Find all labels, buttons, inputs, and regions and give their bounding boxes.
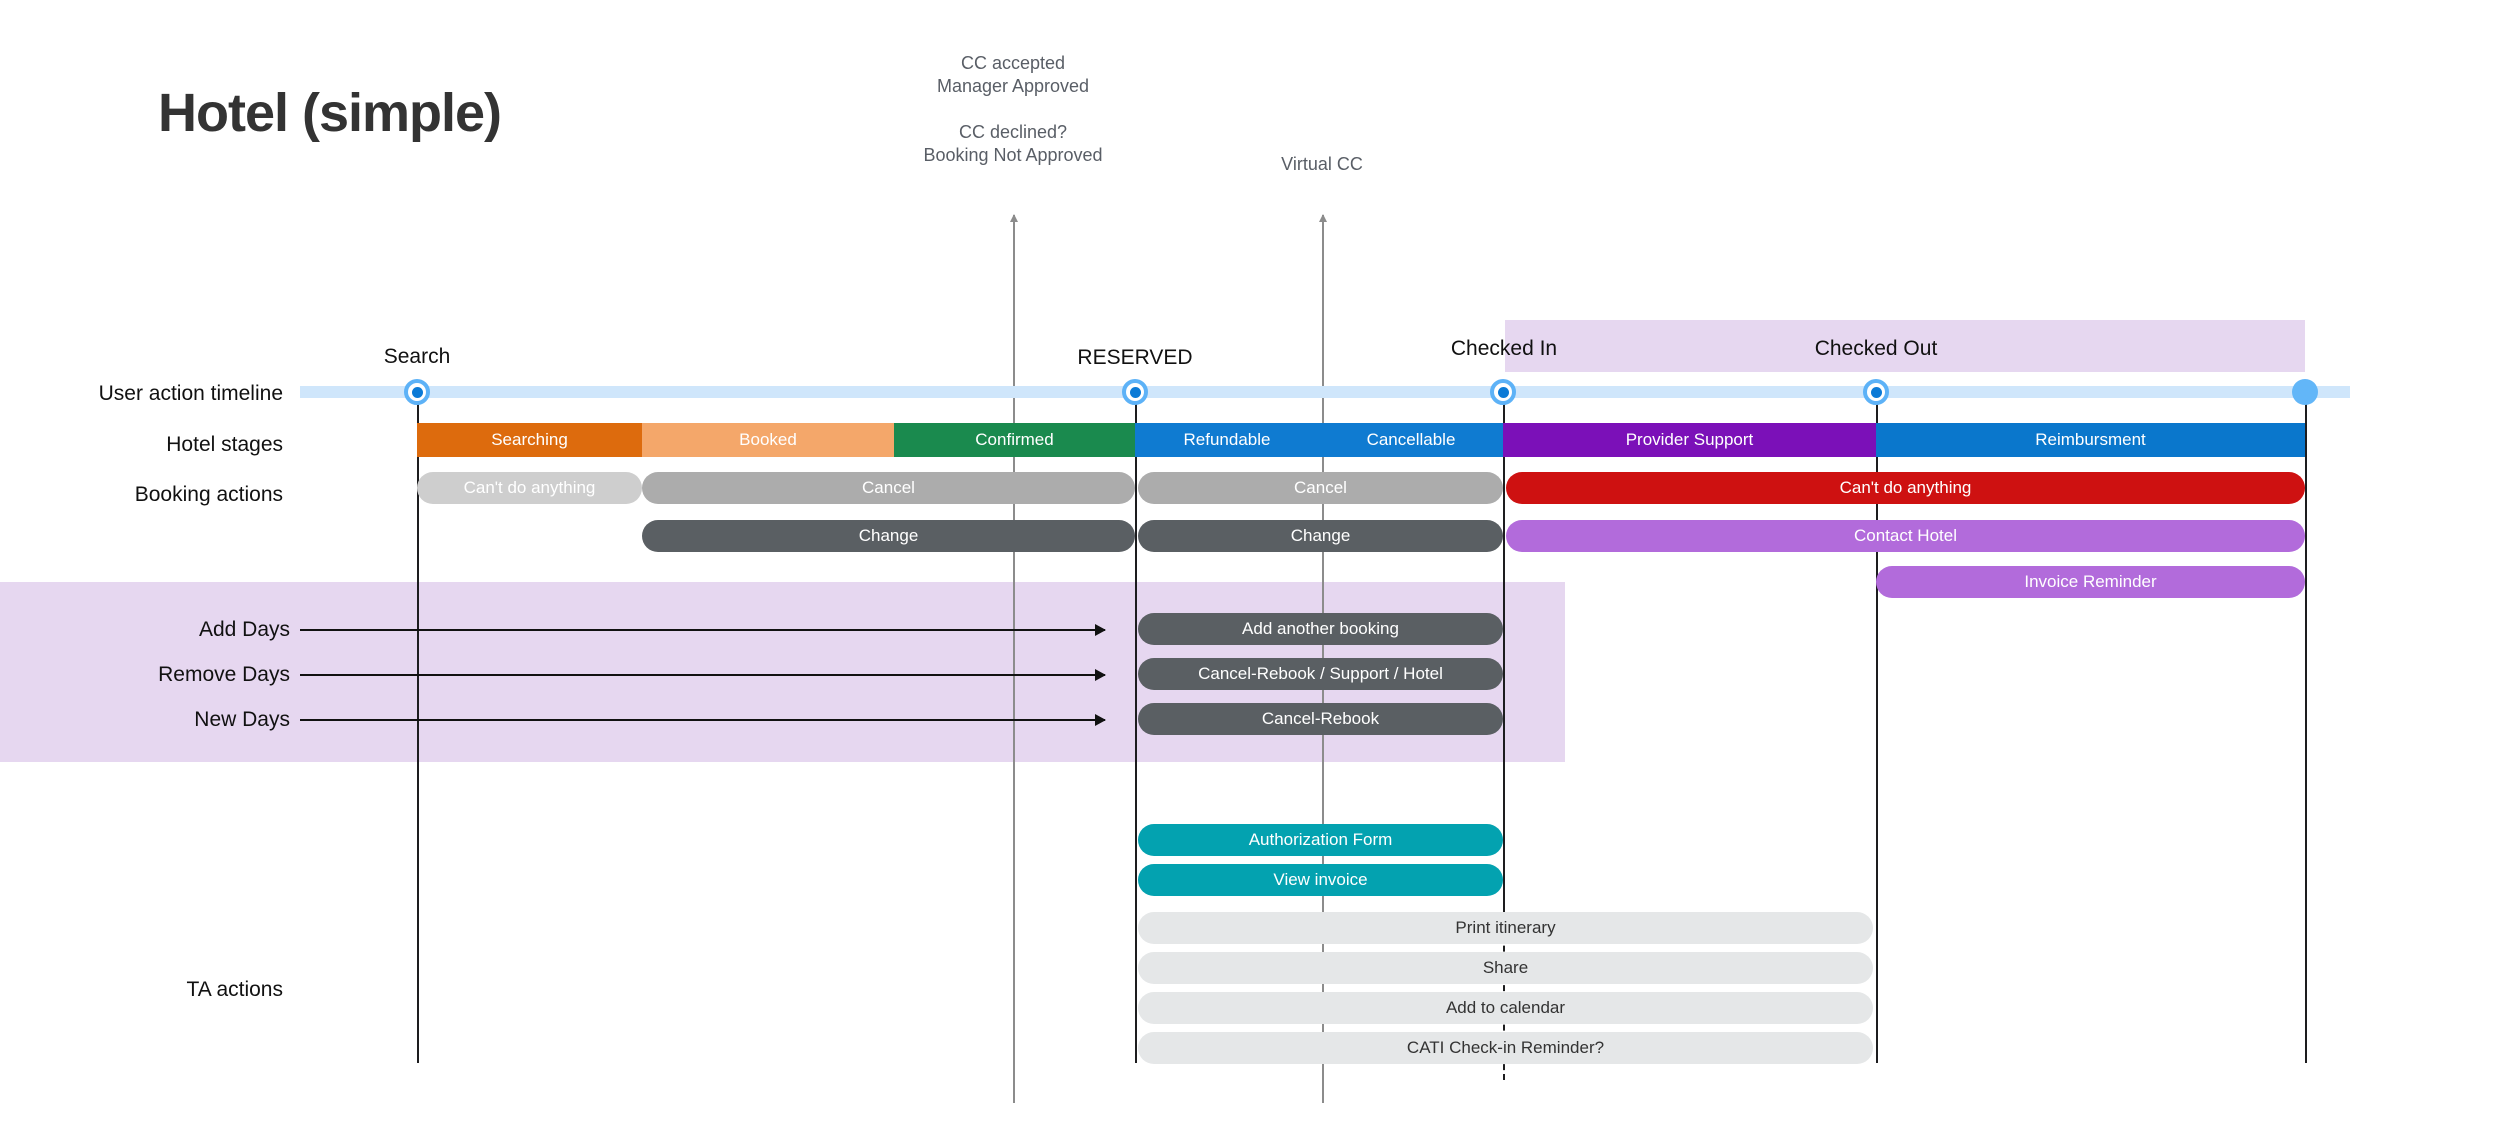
annotation-line-2: Booking Not Approved (923, 145, 1103, 165)
ta-action-add-to-calendar[interactable]: Add to calendar (1138, 992, 1873, 1024)
pill-label: Cancel-Rebook (1261, 709, 1380, 728)
milestone-label-checked-in: Checked In (1450, 337, 1558, 360)
day-change-label-new-days: New Days (194, 708, 290, 731)
stage-segment-cancellable[interactable]: Cancellable (1319, 423, 1503, 457)
guide-line-cc (1010, 214, 1018, 1103)
pill-label: Share (1482, 958, 1529, 977)
stage-segment-booked[interactable]: Booked (642, 423, 894, 457)
row-label-ta-actions: TA actions (186, 978, 284, 1001)
stage-label: Booked (739, 430, 797, 449)
annotation-virtual-cc: Virtual CC (1281, 153, 1363, 176)
booking-action-cant-do-anything-1[interactable]: Can't do anything (417, 472, 642, 504)
stage-label: Searching (491, 430, 568, 449)
pill-label: Change (1290, 526, 1351, 545)
pill-label: Add another booking (1242, 619, 1399, 638)
day-change-action-cancel-rebook-support-hotel[interactable]: Cancel-Rebook / Support / Hotel (1138, 658, 1503, 690)
day-change-arrow-add-days (300, 624, 1106, 636)
booking-action-cancel-2[interactable]: Cancel (1138, 472, 1503, 504)
ta-action-authorization-form[interactable]: Authorization Form (1138, 824, 1503, 856)
pill-label: Cancel (862, 478, 915, 497)
stage-label: Cancellable (1366, 430, 1456, 449)
annotation-line-2: Manager Approved (936, 76, 1090, 96)
annotation-cc-declined: CC declined? Booking Not Approved (923, 121, 1102, 167)
arrow-head-icon (1319, 214, 1327, 222)
booking-action-cant-do-anything-2[interactable]: Can't do anything (1506, 472, 2305, 504)
stage-segment-confirmed[interactable]: Confirmed (894, 423, 1135, 457)
row-label-user-action-timeline: User action timeline (98, 382, 283, 405)
annotation-line-1: CC declined? (958, 122, 1068, 142)
pill-label: Contact Hotel (1854, 526, 1957, 545)
pill-label: Print itinerary (1455, 918, 1556, 937)
ta-action-cati-checkin-reminder[interactable]: CATI Check-in Reminder? (1138, 1032, 1873, 1064)
milestone-line-end (2305, 394, 2307, 1063)
pill-label: Cancel (1294, 478, 1347, 497)
stage-label: Refundable (1183, 430, 1271, 449)
milestone-line-checked-in (1503, 394, 1505, 916)
stage-segment-refundable[interactable]: Refundable (1135, 423, 1319, 457)
milestone-marker-checked-in[interactable] (1490, 379, 1516, 405)
booking-action-change-1[interactable]: Change (642, 520, 1135, 552)
milestone-marker-search[interactable] (404, 379, 430, 405)
stage-label: Provider Support (1625, 430, 1754, 449)
pill-label: Change (858, 526, 919, 545)
day-change-arrow-remove-days (300, 669, 1106, 681)
ta-action-share[interactable]: Share (1138, 952, 1873, 984)
milestone-label-checked-out: Checked Out (1814, 337, 1938, 360)
timeline-track (300, 386, 2350, 398)
stage-segment-searching[interactable]: Searching (417, 423, 642, 457)
milestone-marker-checked-out[interactable] (1863, 379, 1889, 405)
pill-label: Add to calendar (1445, 998, 1566, 1017)
pill-label: Can't do anything (463, 478, 596, 497)
stage-label: Reimbursment (2035, 430, 2146, 449)
highlight-band-checked (1505, 320, 2305, 372)
pill-label: Cancel-Rebook / Support / Hotel (1198, 664, 1443, 683)
day-change-label-add-days: Add Days (198, 618, 290, 641)
annotation-line-1: CC accepted (960, 53, 1066, 73)
milestone-label-search: Search (383, 345, 451, 368)
stage-segment-provider-support[interactable]: Provider Support (1503, 423, 1876, 457)
day-change-action-add-another-booking[interactable]: Add another booking (1138, 613, 1503, 645)
annotation-line-1: Virtual CC (1281, 154, 1363, 174)
milestone-line-search (417, 394, 419, 1063)
stage-segment-reimbursment[interactable]: Reimbursment (1876, 423, 2305, 457)
pill-label: View invoice (1273, 870, 1368, 889)
booking-action-invoice-reminder[interactable]: Invoice Reminder (1876, 566, 2305, 598)
day-change-label-remove-days: Remove Days (158, 663, 290, 686)
day-change-action-cancel-rebook[interactable]: Cancel-Rebook (1138, 703, 1503, 735)
row-label-booking-actions: Booking actions (134, 483, 283, 506)
ta-action-view-invoice[interactable]: View invoice (1138, 864, 1503, 896)
booking-action-contact-hotel[interactable]: Contact Hotel (1506, 520, 2305, 552)
pill-label: Authorization Form (1248, 830, 1393, 849)
stage-label: Confirmed (975, 430, 1054, 449)
milestone-line-checked-out (1876, 394, 1878, 1063)
annotation-cc-accepted: CC accepted Manager Approved (937, 52, 1089, 98)
pill-label: CATI Check-in Reminder? (1406, 1038, 1605, 1057)
day-change-arrow-new-days (300, 714, 1106, 726)
arrow-head-icon (1010, 214, 1018, 222)
ta-action-print-itinerary[interactable]: Print itinerary (1138, 912, 1873, 944)
pill-label: Can't do anything (1839, 478, 1972, 497)
booking-action-cancel-1[interactable]: Cancel (642, 472, 1135, 504)
milestone-label-reserved: RESERVED (1077, 346, 1193, 369)
page-title: Hotel (simple) (158, 83, 502, 143)
row-label-hotel-stages: Hotel stages (166, 433, 283, 456)
milestone-marker-reserved[interactable] (1122, 379, 1148, 405)
pill-label: Invoice Reminder (2024, 572, 2157, 591)
milestone-marker-end[interactable] (2292, 379, 2318, 405)
milestone-line-reserved (1135, 394, 1137, 1063)
booking-action-change-2[interactable]: Change (1138, 520, 1503, 552)
